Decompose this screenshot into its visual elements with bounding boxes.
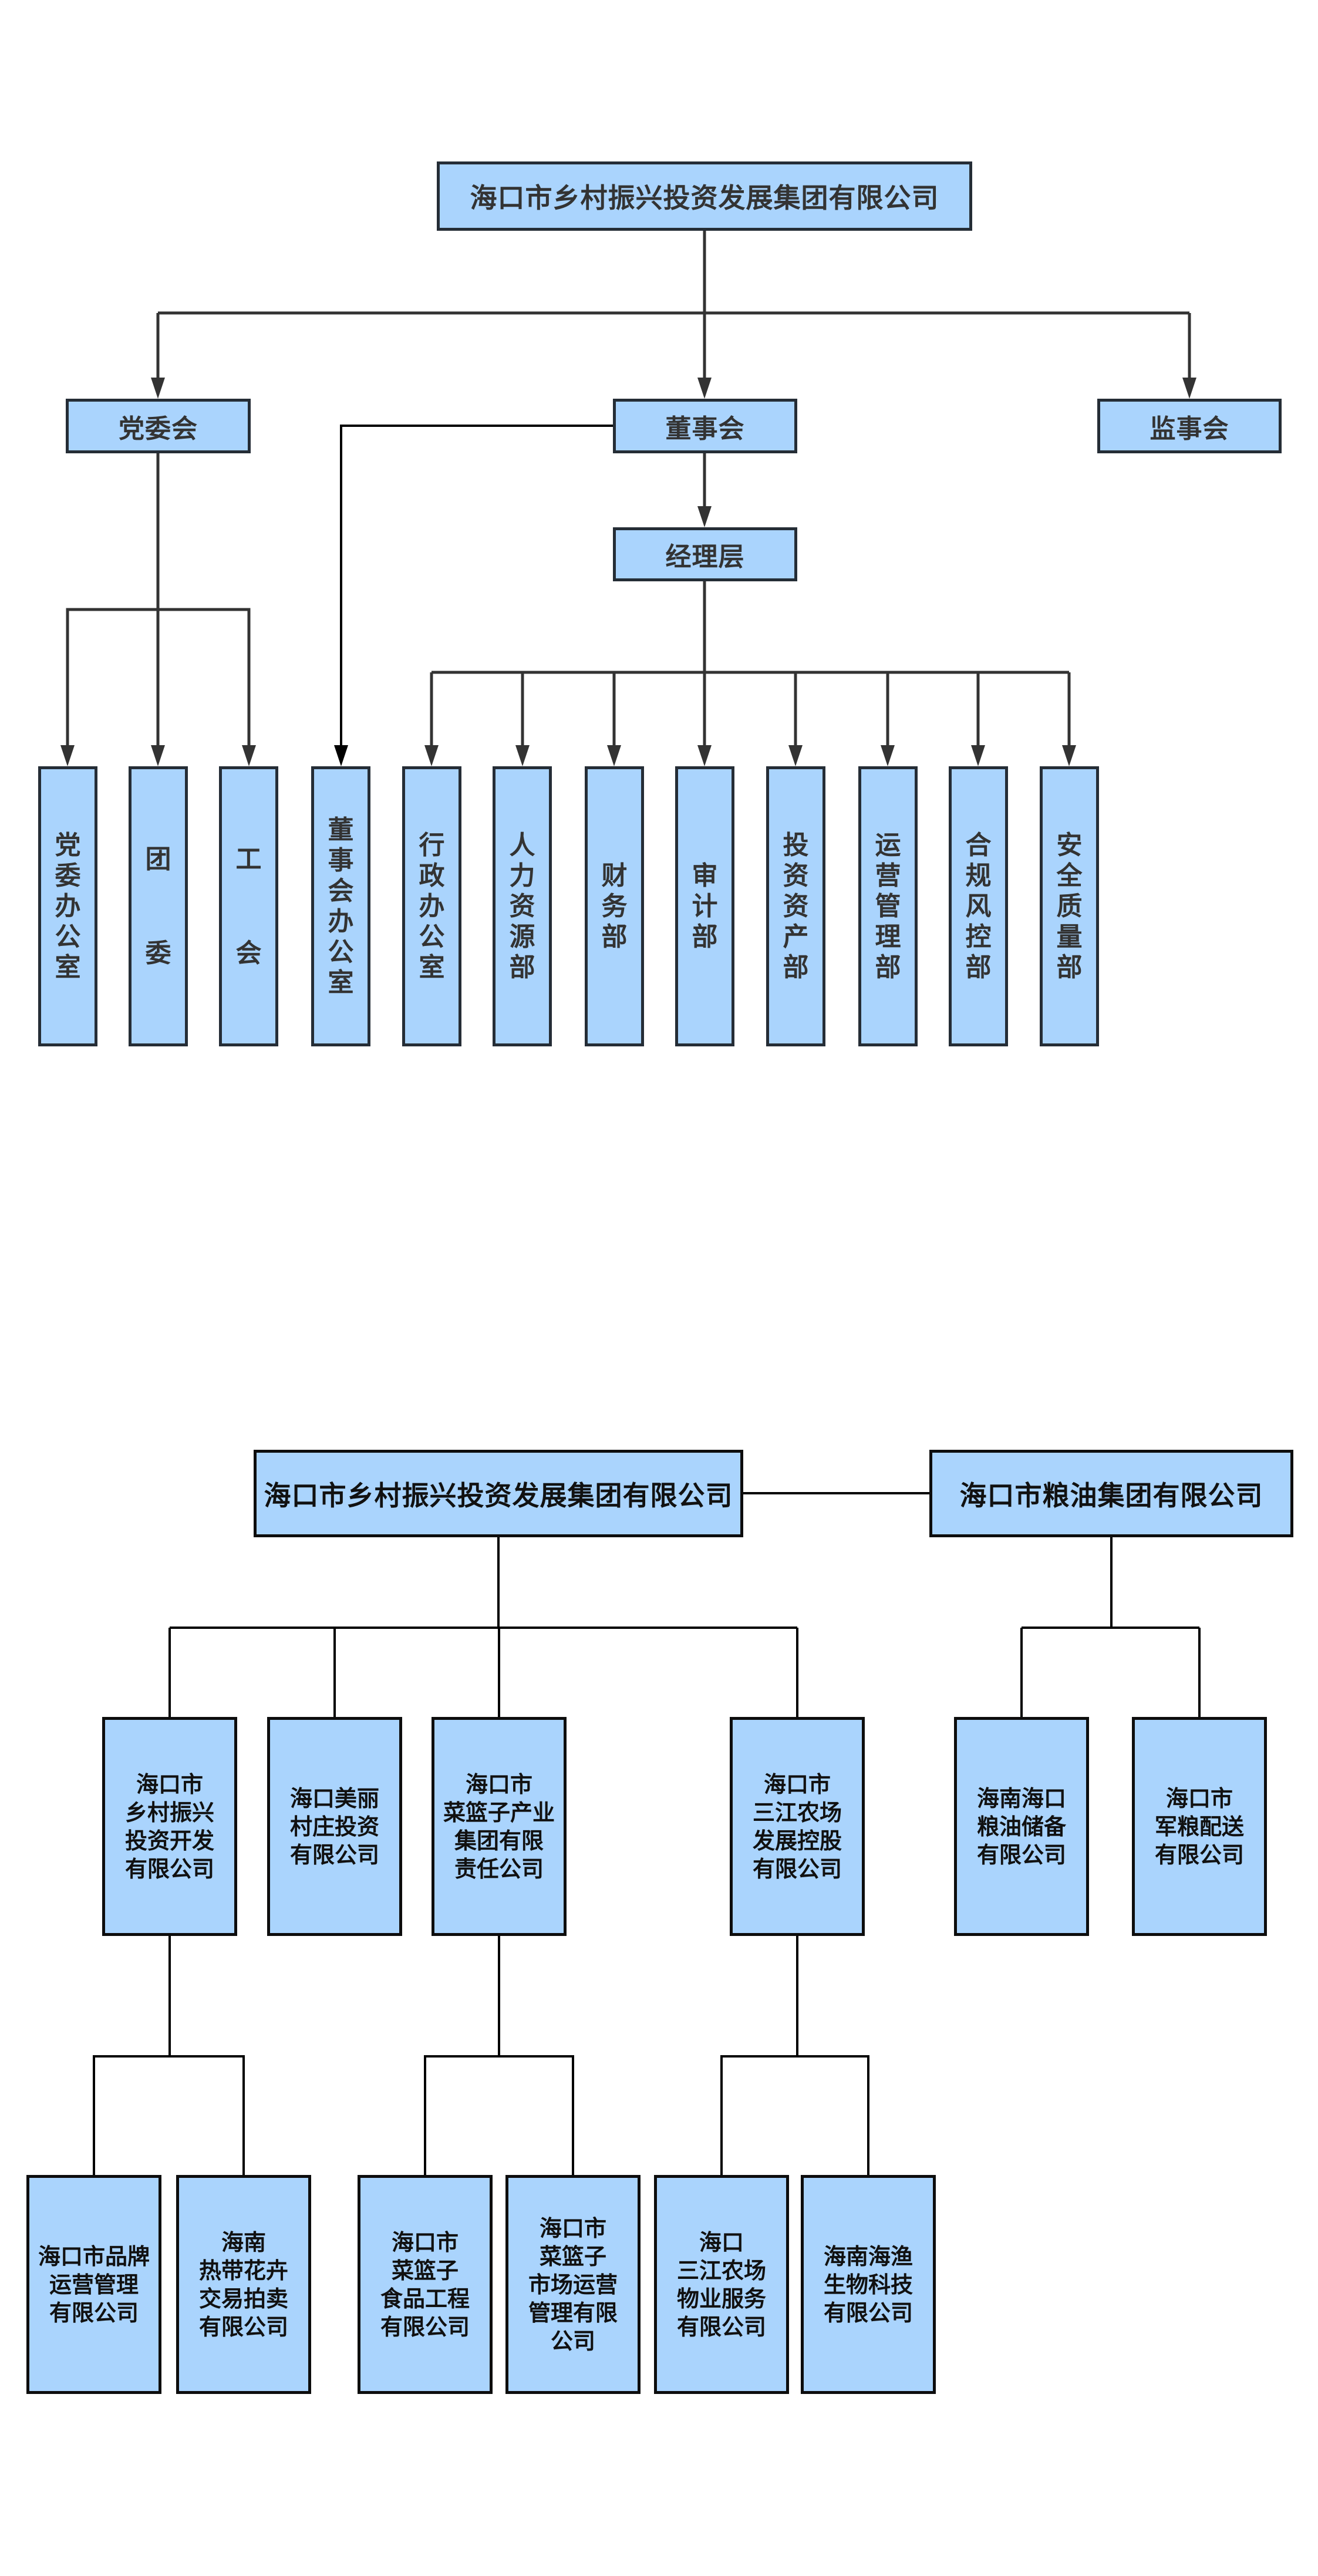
department-node[interactable]: 投资资产部 xyxy=(766,766,825,1046)
arrowhead-icon xyxy=(697,506,712,527)
root-company-label: 海口市乡村振兴投资发展集团有限公司 xyxy=(470,182,939,214)
department-node[interactable]: 合规风控部 xyxy=(949,766,1008,1046)
department-label: 团委 xyxy=(145,844,171,968)
sub-subsidiary-label: 海南海渔 生物科技 有限公司 xyxy=(823,2243,913,2326)
arrowhead-icon xyxy=(515,745,530,766)
sub-subsidiary-node[interactable]: 海南 热带花卉 交易拍卖 有限公司 xyxy=(176,2175,311,2394)
connector-board-office xyxy=(340,425,613,746)
department-label: 人力资源部 xyxy=(509,830,535,982)
party-committee-label: 党委会 xyxy=(119,413,198,444)
arrowhead-icon xyxy=(60,745,75,766)
department-label: 党委办公室 xyxy=(55,830,81,982)
department-label: 安全质量部 xyxy=(1056,830,1083,982)
department-label: 运营管理部 xyxy=(875,830,901,982)
arrowhead-icon xyxy=(151,745,165,766)
board-node[interactable]: 董事会 xyxy=(613,399,797,453)
grain-oil-group-node[interactable]: 海口市粮油集团有限公司 xyxy=(929,1450,1293,1537)
group-root-node[interactable]: 海口市乡村振兴投资发展集团有限公司 xyxy=(254,1450,743,1537)
department-node[interactable]: 运营管理部 xyxy=(858,766,918,1046)
subsidiary-label: 海口市 乡村振兴 投资开发 有限公司 xyxy=(124,1771,214,1882)
subsidiary-label: 海口美丽 村庄投资 有限公司 xyxy=(289,1785,379,1868)
sub-subsidiary-node[interactable]: 海口 三江农场 物业服务 有限公司 xyxy=(654,2175,789,2394)
arrowhead-icon xyxy=(971,745,985,766)
subsidiary-label: 海口市 菜篮子产业 集团有限 责任公司 xyxy=(443,1771,555,1882)
department-node[interactable]: 团委 xyxy=(129,766,188,1046)
department-label: 行政办公室 xyxy=(419,830,445,982)
department-label: 财务部 xyxy=(601,860,628,952)
subsidiary-label: 海南海口 粮油储备 有限公司 xyxy=(976,1785,1066,1868)
arrowhead-icon xyxy=(151,378,165,399)
arrowhead-icon xyxy=(1182,378,1196,399)
connector-party-fork xyxy=(66,608,251,746)
group-root-label: 海口市乡村振兴投资发展集团有限公司 xyxy=(264,1479,733,1511)
arrowhead-icon xyxy=(697,378,712,399)
department-label: 审计部 xyxy=(692,860,718,952)
connector-level3-fork xyxy=(720,2055,869,2175)
connector-level3-fork xyxy=(93,2055,245,2175)
subsidiary-label: 海口市 三江农场 发展控股 有限公司 xyxy=(752,1771,842,1882)
department-label: 工会 xyxy=(235,844,262,968)
arrowhead-icon xyxy=(334,745,348,766)
subsidiary-node[interactable]: 海口市 三江农场 发展控股 有限公司 xyxy=(730,1717,865,1936)
arrowhead-icon xyxy=(607,745,621,766)
department-node[interactable]: 财务部 xyxy=(585,766,644,1046)
arrowhead-icon xyxy=(697,745,712,766)
subsidiary-node[interactable]: 海南海口 粮油储备 有限公司 xyxy=(954,1717,1089,1936)
board-label: 董事会 xyxy=(665,413,745,444)
subsidiary-node[interactable]: 海口市 菜篮子产业 集团有限 责任公司 xyxy=(432,1717,567,1936)
sub-subsidiary-node[interactable]: 海口市 菜篮子 市场运营 管理有限 公司 xyxy=(505,2175,641,2394)
arrowhead-icon xyxy=(1062,745,1076,766)
sub-subsidiary-label: 海口 三江农场 物业服务 有限公司 xyxy=(676,2229,766,2340)
grain-oil-group-label: 海口市粮油集团有限公司 xyxy=(959,1479,1263,1511)
sub-subsidiary-node[interactable]: 海南海渔 生物科技 有限公司 xyxy=(801,2175,936,2394)
sub-subsidiary-label: 海口市 菜篮子 市场运营 管理有限 公司 xyxy=(528,2215,618,2354)
supervisory-board-node[interactable]: 监事会 xyxy=(1097,399,1282,453)
department-node[interactable]: 董事会办公室 xyxy=(311,766,370,1046)
subsidiary-node[interactable]: 海口市 军粮配送 有限公司 xyxy=(1132,1717,1267,1936)
sub-subsidiary-label: 海南 热带花卉 交易拍卖 有限公司 xyxy=(198,2229,288,2340)
management-label: 经理层 xyxy=(665,542,745,572)
department-node[interactable]: 人力资源部 xyxy=(493,766,552,1046)
sub-subsidiary-label: 海口市品牌 运营管理 有限公司 xyxy=(38,2243,150,2326)
department-node[interactable]: 工会 xyxy=(219,766,278,1046)
arrowhead-icon xyxy=(424,745,439,766)
department-node[interactable]: 安全质量部 xyxy=(1040,766,1099,1046)
sub-subsidiary-label: 海口市 菜篮子 食品工程 有限公司 xyxy=(380,2229,470,2340)
sub-subsidiary-node[interactable]: 海口市 菜篮子 食品工程 有限公司 xyxy=(358,2175,493,2394)
party-committee-node[interactable]: 党委会 xyxy=(66,399,251,453)
subsidiary-label: 海口市 军粮配送 有限公司 xyxy=(1154,1785,1244,1868)
management-node[interactable]: 经理层 xyxy=(613,527,797,581)
department-node[interactable]: 党委办公室 xyxy=(38,766,97,1046)
department-node[interactable]: 行政办公室 xyxy=(402,766,461,1046)
department-label: 董事会办公室 xyxy=(328,814,354,998)
connector-level3-fork xyxy=(424,2055,574,2175)
department-label: 合规风控部 xyxy=(965,830,992,982)
subsidiary-node[interactable]: 海口美丽 村庄投资 有限公司 xyxy=(267,1717,402,1936)
arrowhead-icon xyxy=(242,745,256,766)
arrowhead-icon xyxy=(788,745,803,766)
sub-subsidiary-node[interactable]: 海口市品牌 运营管理 有限公司 xyxy=(26,2175,161,2394)
department-node[interactable]: 审计部 xyxy=(675,766,734,1046)
department-label: 投资资产部 xyxy=(783,830,809,982)
arrowhead-icon xyxy=(881,745,895,766)
subsidiary-node[interactable]: 海口市 乡村振兴 投资开发 有限公司 xyxy=(102,1717,237,1936)
supervisory-board-label: 监事会 xyxy=(1150,413,1229,444)
root-company-node[interactable]: 海口市乡村振兴投资发展集团有限公司 xyxy=(437,161,972,231)
